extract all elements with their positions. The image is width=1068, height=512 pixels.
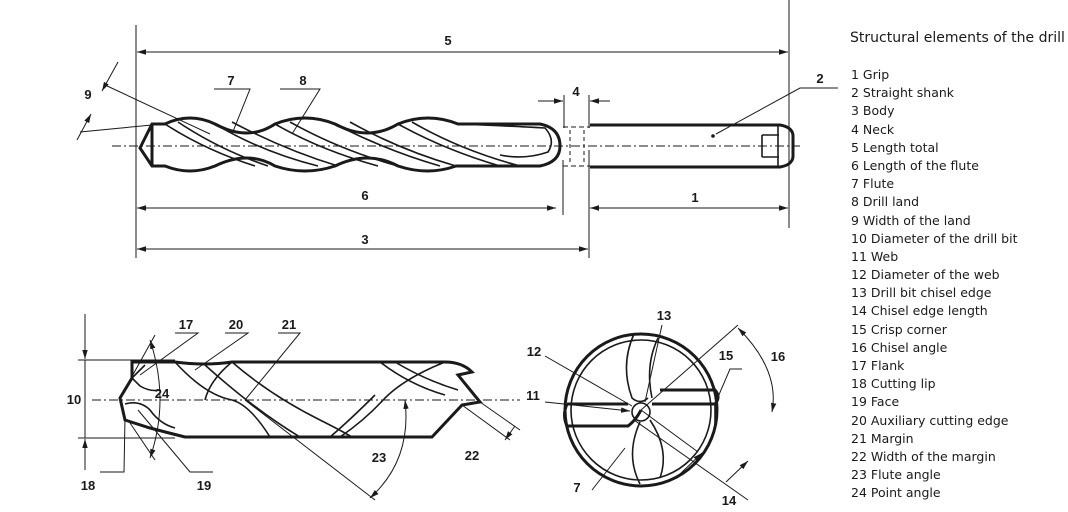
callout-22: 22 bbox=[465, 448, 479, 463]
callout-16: 16 bbox=[771, 349, 785, 364]
legend-item: 22 Width of the margin bbox=[851, 448, 996, 464]
callout-3: 3 bbox=[361, 232, 368, 247]
callout-14: 14 bbox=[722, 493, 737, 508]
callout-12: 12 bbox=[527, 344, 541, 359]
legend-item: 6 Length of the flute bbox=[851, 157, 979, 173]
end-view bbox=[544, 324, 777, 501]
legend-item: 19 Face bbox=[851, 394, 900, 410]
legend-item: 17 Flank bbox=[851, 358, 905, 373]
legend-item: 18 Cutting lip bbox=[851, 376, 936, 392]
legend-item: 16 Chisel angle bbox=[851, 339, 948, 355]
callout-9: 9 bbox=[84, 87, 91, 102]
callout-10: 10 bbox=[67, 392, 81, 407]
callout-5: 5 bbox=[444, 33, 451, 48]
legend-item: 21 Margin bbox=[851, 430, 914, 446]
legend-item: 5 Length total bbox=[851, 139, 939, 155]
drill-body bbox=[138, 116, 562, 173]
legend-item: 3 Body bbox=[851, 103, 895, 119]
callout-21: 21 bbox=[282, 317, 296, 332]
leader-shank bbox=[715, 87, 838, 135]
legend-item: 7 Flute bbox=[851, 176, 895, 192]
legend-item: 4 Neck bbox=[851, 121, 895, 137]
callout-6: 6 bbox=[361, 188, 368, 203]
callout-1: 1 bbox=[691, 190, 698, 205]
leader-flute bbox=[214, 88, 251, 135]
legend-item: 20 Auxiliary cutting edge bbox=[851, 412, 1009, 428]
legend-list: 1 Grip 2 Straight shank 3 Body 4 Neck 5 … bbox=[851, 66, 1018, 503]
callout-23: 23 bbox=[372, 450, 386, 465]
web-circle bbox=[631, 402, 651, 422]
legend-item: 24 Point angle bbox=[851, 485, 941, 501]
callout-4: 4 bbox=[572, 84, 580, 99]
leader-land bbox=[280, 88, 321, 135]
callout-11: 11 bbox=[526, 388, 540, 403]
legend-item: 11 Web bbox=[851, 248, 899, 264]
legend-item: 14 Chisel edge length bbox=[851, 303, 988, 319]
straight-shank bbox=[590, 123, 795, 169]
tip-view bbox=[78, 314, 521, 501]
side-view bbox=[76, 0, 838, 258]
callout-2: 2 bbox=[816, 71, 823, 86]
callout-15: 15 bbox=[719, 348, 733, 363]
callout-19: 19 bbox=[197, 478, 211, 493]
legend-item: 12 Diameter of the web bbox=[851, 267, 1000, 283]
legend-item: 13 Drill bit chisel edge bbox=[851, 285, 992, 301]
legend-item: 8 Drill land bbox=[851, 194, 920, 210]
callout-18: 18 bbox=[81, 478, 95, 493]
callout-20: 20 bbox=[229, 317, 243, 332]
legend-item: 15 Crisp corner bbox=[851, 321, 947, 337]
callout-7-end: 7 bbox=[573, 480, 580, 495]
legend-item: 2 Straight shank bbox=[851, 85, 955, 101]
tip-body bbox=[118, 360, 483, 439]
callout-8: 8 bbox=[299, 73, 306, 88]
legend-item: 10 Diameter of the drill bit bbox=[851, 230, 1018, 246]
legend-item: 23 Flute angle bbox=[851, 467, 941, 483]
callout-17: 17 bbox=[179, 317, 193, 332]
legend-item: 1 Grip bbox=[851, 67, 890, 82]
legend-item: 9 Width of the land bbox=[851, 212, 971, 228]
callout-24: 24 bbox=[155, 386, 170, 401]
callout-7-side: 7 bbox=[227, 73, 234, 88]
flute-edge-1 bbox=[164, 123, 256, 167]
legend-title: Structural elements of the drill bbox=[850, 30, 1065, 46]
callout-13: 13 bbox=[657, 308, 671, 323]
